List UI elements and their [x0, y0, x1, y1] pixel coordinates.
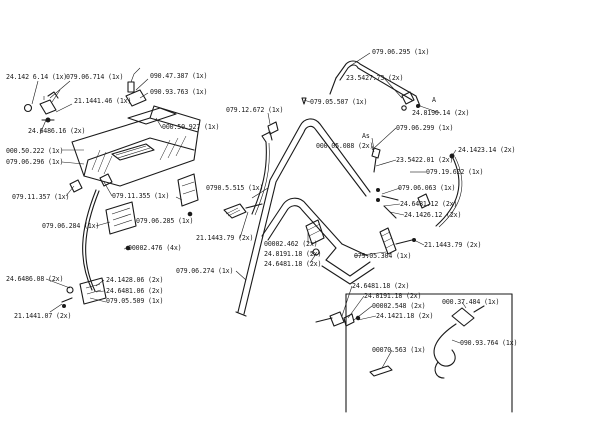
cable-kit-inset [345, 293, 513, 413]
part-label: 000.37.484 (1x) [442, 298, 500, 306]
part-label: 24.6486.16 (2x) [28, 127, 86, 135]
part-label: 079.12.672 (1x) [226, 106, 284, 114]
part-label: 24.8190.14 (2x) [412, 109, 470, 117]
part-label: 21.1443.79 (2x) [424, 241, 482, 249]
leader-lines [31, 52, 467, 369]
part-label: 24.6481.12 (2x) [400, 200, 458, 208]
part-label: 23.5427.73 (2x) [346, 74, 404, 82]
cable-knob [23, 89, 61, 123]
lower-handle-bar [261, 197, 375, 285]
handle-bolt-right [379, 227, 416, 255]
part-label: A [432, 96, 436, 104]
part-label: 079.05.304 (1x) [354, 252, 412, 260]
part-label: 090.93.764 (1x) [460, 339, 518, 347]
part-label: 00002.476 (4x) [128, 244, 182, 252]
part-label: 079.06.295 (1x) [372, 48, 430, 56]
lower-brackets [69, 173, 199, 251]
part-label: 090.47.387 (1x) [150, 72, 208, 80]
operating-bail [329, 60, 421, 111]
part-label: 000.50.222 (1x) [6, 147, 64, 155]
bottom-bolt-stack [315, 311, 361, 327]
part-label: 00070.563 (1x) [372, 346, 426, 354]
part-label: 21.1441.07 (2x) [14, 312, 72, 320]
part-label: 079.06.714 (1x) [66, 73, 124, 81]
part-label: 0790.5.515 (1x) [206, 184, 264, 192]
part-label: 079.05.507 (1x) [310, 98, 368, 106]
part-label: 000.05.088 (2x) [316, 142, 374, 150]
part-label: As [362, 132, 370, 140]
part-label: 24.8191.18 (2x) [264, 250, 322, 258]
part-label: 24.1423.14 (2x) [458, 146, 516, 154]
part-label: 24.142 6.14 (1x) [6, 73, 68, 81]
part-label: 079.06.063 (1x) [398, 184, 456, 192]
deflector-housing [71, 105, 201, 187]
part-label: 090.93.763 (1x) [150, 88, 208, 96]
right-screws [371, 147, 399, 219]
part-label: 21.1441.46 (1x) [74, 97, 132, 105]
part-label: 079.06.285 (1x) [136, 217, 194, 225]
part-label: 079.05.509 (1x) [106, 297, 164, 305]
part-label: 24.6481.18 (2x) [352, 282, 410, 290]
part-label: 24.6486.08 (2x) [6, 275, 64, 283]
part-label: 24.6481.06 (2x) [106, 287, 164, 295]
part-label: 079.06.284 (1x) [42, 222, 100, 230]
lever-assembly [61, 277, 107, 308]
part-label: 079.19.622 (1x) [426, 168, 484, 176]
part-label: 079.06.299 (1x) [396, 124, 454, 132]
cable-eyelet [267, 97, 307, 135]
part-label: 079.11.355 (1x) [112, 192, 170, 200]
part-label: 24.8191.18 (2x) [364, 292, 422, 300]
upper-handle-bar [235, 118, 371, 317]
handle-cross-tube [251, 131, 273, 216]
part-label: 24.1428.06 (2x) [106, 276, 164, 284]
handle-knob-left [223, 203, 263, 219]
sensor-plug [125, 67, 147, 107]
part-label: 079.06.274 (1x) [176, 267, 234, 275]
part-label: 00002.462 (2x) [264, 240, 318, 248]
part-label: 24.1421.18 (2x) [376, 312, 434, 320]
part-label: 079.11.357 (1x) [12, 193, 70, 201]
part-label: 24.1426.12 (2x) [404, 211, 462, 219]
bowden-cable-left [82, 189, 100, 292]
part-label: 079.06.296 (1x) [6, 158, 64, 166]
part-label: 00002.548 (2x) [372, 302, 426, 310]
part-label: 000.50.927 (1x) [162, 123, 220, 131]
part-label: 21.1443.79 (2x) [196, 234, 254, 242]
part-label: 24.6481.18 (2x) [264, 260, 322, 268]
part-label: 23.5422.01 (2x) [396, 156, 454, 164]
